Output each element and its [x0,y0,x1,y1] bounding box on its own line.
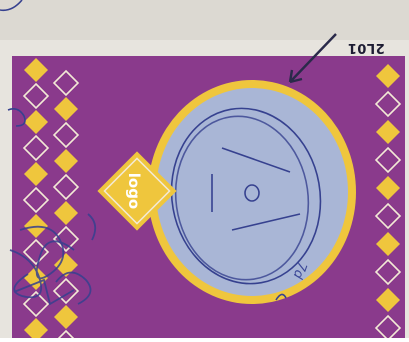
disc-face [156,88,348,296]
code-note: 2L01 [344,38,388,56]
paper-top-shadow [0,0,409,40]
logo-label: logo [125,165,143,217]
